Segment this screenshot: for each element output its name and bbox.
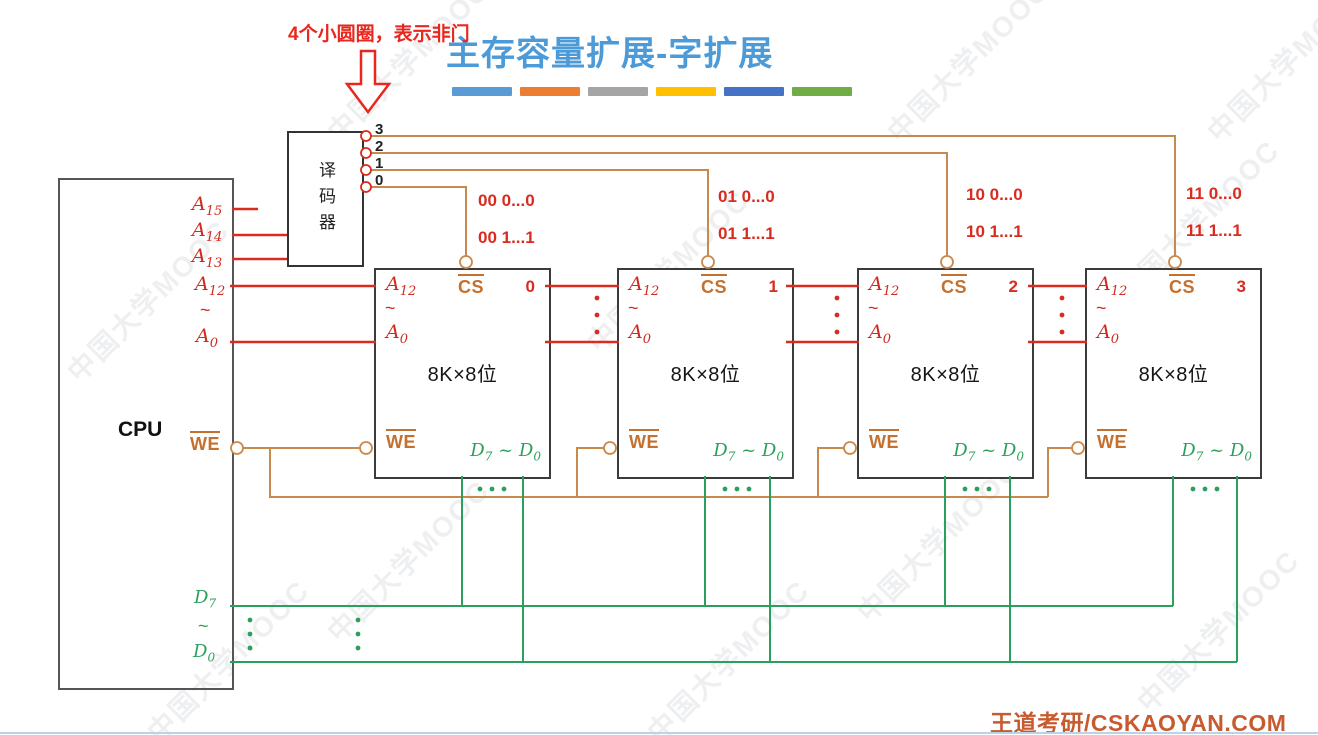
cpu-pin-a14: A14 [192,219,223,245]
cpu-tilde: ~ [200,300,211,320]
chip-number: 1 [768,277,778,296]
range-start-chip2: 10 0...0 [966,185,1023,204]
chip-capacity: 8K×8位 [1138,364,1209,386]
chip-number: 0 [525,277,535,296]
memory-chip-1: A12 ~ A0 CS 1 8K×8位 WE D7 ~ D0 [617,268,794,479]
range-end-chip2: 10 1...1 [966,222,1023,241]
watermark: 中国大学MOOC [641,574,816,735]
chip-pin-a0: A0 [629,321,652,347]
memory-chip-0: A12 ~ A0 CS 0 8K×8位 WE D7 ~ D0 [374,268,551,479]
decoder-output-0: 0 [375,172,384,189]
chip-pin-d7-d0: D7 ~ D0 [470,440,541,464]
title-underline-bars [452,87,852,96]
color-bar [724,87,784,96]
down-arrow-icon [344,49,392,115]
range-start-chip0: 00 0...0 [478,191,535,210]
watermark: 中国大学MOOC [881,0,1056,149]
data-bus-wires [230,476,1238,663]
color-bar [656,87,716,96]
chip-pin-d7-d0: D7 ~ D0 [1181,440,1252,464]
chip-pin-cs: CS [1169,274,1196,298]
bottom-divider [0,732,1318,734]
range-start-chip1: 01 0...0 [718,187,775,206]
page-title: 主存容量扩展-字扩展 [446,35,774,73]
chip-capacity: 8K×8位 [670,364,741,386]
chip-pin-we: WE [629,429,659,453]
range-end-chip3: 11 1...1 [1186,221,1242,240]
chip-pin-a0: A0 [1097,321,1120,347]
chip-pin-a12: A12 [629,273,660,299]
chip-pin-we: WE [1097,429,1127,453]
chip-capacity: 8K×8位 [910,364,981,386]
chip-pin-we: WE [386,429,416,453]
chip-addr-tilde: ~ [868,298,879,318]
color-bar [588,87,648,96]
chip-pin-a12: A12 [1097,273,1128,299]
chip-pin-cs: CS [701,274,728,298]
color-bar [792,87,852,96]
decoder-output-1: 1 [375,155,384,172]
chip-number: 2 [1008,277,1018,296]
decoder-box: 译码器 [287,131,364,267]
memory-chip-2: A12 ~ A0 CS 2 8K×8位 WE D7 ~ D0 [857,268,1034,479]
watermark: 中国大学MOOC [1131,544,1306,719]
cpu-pin-d7: D7 [194,587,217,611]
cpu-pin-a15: A15 [192,193,223,219]
cpu-pin-a0: A0 [196,325,219,351]
cpu-label: CPU [118,418,163,441]
chip-pin-cs: CS [941,274,968,298]
chip-pin-cs: CS [458,274,485,298]
chip-addr-tilde: ~ [628,298,639,318]
chip-pin-we: WE [869,429,899,453]
range-end-chip1: 01 1...1 [718,224,775,243]
color-bar [452,87,512,96]
cpu-pin-we: WE [190,431,220,455]
chip-pin-a0: A0 [386,321,409,347]
cpu-box [58,178,234,690]
decoder-output-2: 2 [375,138,384,155]
color-bar [520,87,580,96]
decoder-output-3: 3 [375,121,384,138]
data-ellipsis-dots [247,486,1220,651]
range-start-chip3: 11 0...0 [1186,184,1242,203]
watermark: 中国大学MOOC [321,474,496,649]
chip-addr-tilde: ~ [1096,298,1107,318]
chip-pin-a12: A12 [386,273,417,299]
decoder-label: 译码器 [316,161,335,239]
annotation-not-gates: 4个小圆圈，表示非门 [288,24,470,45]
chip-pin-a0: A0 [869,321,892,347]
cpu-data-tilde: ~ [198,616,209,636]
chip-pin-a12: A12 [869,273,900,299]
cpu-pin-d0: D0 [193,641,216,665]
cpu-pin-a12: A12 [195,273,226,299]
brand-footer: 王道考研/CSKAOYAN.COM [990,710,1287,735]
chip-addr-tilde: ~ [385,298,396,318]
memory-chip-3: A12 ~ A0 CS 3 8K×8位 WE D7 ~ D0 [1085,268,1262,479]
chip-number: 3 [1236,277,1246,296]
chip-pin-d7-d0: D7 ~ D0 [713,440,784,464]
chip-capacity: 8K×8位 [427,364,498,386]
cpu-pin-a13: A13 [192,245,223,271]
range-end-chip0: 00 1...1 [478,228,535,247]
watermark: 中国大学MOOC [1201,0,1318,149]
chip-pin-d7-d0: D7 ~ D0 [953,440,1024,464]
